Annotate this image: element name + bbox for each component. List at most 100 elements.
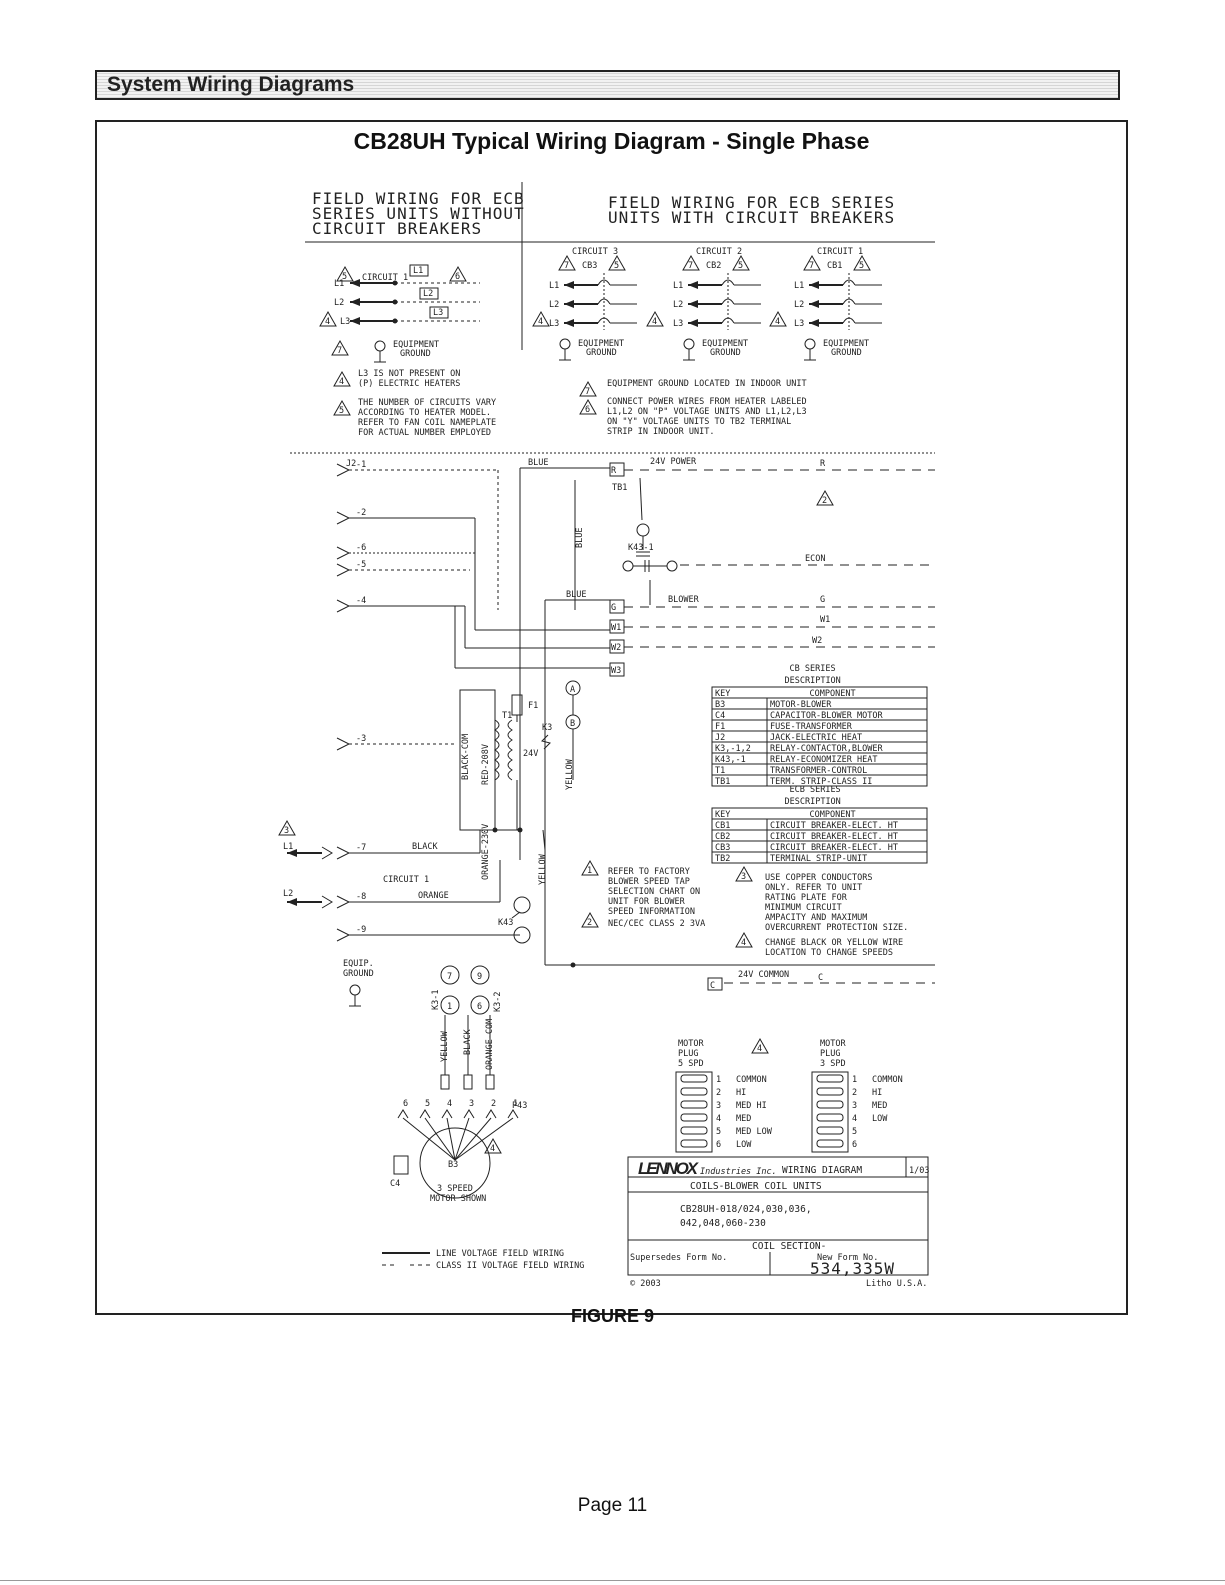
note-text: CHANGE BLACK OR YELLOW WIRE bbox=[765, 938, 903, 948]
ground-icon bbox=[804, 338, 816, 350]
motor-plug-pin bbox=[440, 1074, 450, 1090]
motor-plug-speed: MED LOW bbox=[736, 1127, 773, 1137]
ecb_legend-key: CB1 bbox=[715, 821, 730, 831]
note-text: STRIP IN INDOOR UNIT. bbox=[607, 427, 714, 437]
ecb_legend-key: CB3 bbox=[715, 843, 730, 853]
motor-winding bbox=[454, 1117, 492, 1161]
wire-label: ECON bbox=[805, 554, 825, 564]
note-ref: 4 bbox=[741, 938, 746, 948]
pin-label: -7 bbox=[356, 843, 366, 853]
pin-label: -1 bbox=[356, 460, 366, 470]
note-triangle-icon bbox=[751, 1037, 769, 1054]
note-text: SPEED INFORMATION bbox=[608, 907, 695, 917]
cb_legend-subtitle: DESCRIPTION bbox=[785, 676, 841, 686]
doc-date: 1/03 bbox=[909, 1166, 929, 1176]
ecb_legend-key: TB2 bbox=[715, 854, 730, 864]
note-text: AMPACITY AND MAXIMUM bbox=[765, 913, 867, 923]
motor-pin-label: 3 bbox=[469, 1099, 474, 1109]
component-label: K43-1 bbox=[628, 543, 654, 553]
relay-k3-contact bbox=[440, 965, 460, 985]
wire-label: ORANGE-230V bbox=[481, 824, 491, 880]
note-triangle-icon bbox=[853, 254, 871, 271]
k43-node bbox=[622, 560, 634, 572]
note-ref: 5 bbox=[614, 261, 619, 271]
note-triangle-icon bbox=[579, 380, 597, 397]
ecb_legend-head-key: KEY bbox=[715, 810, 730, 820]
motor-pin-arrow bbox=[507, 1109, 519, 1119]
terminal-w3 bbox=[609, 662, 625, 677]
note-text: UNIT FOR BLOWER bbox=[608, 897, 686, 907]
ground-icon bbox=[559, 338, 571, 350]
ecb_legend-head-component: COMPONENT bbox=[810, 810, 856, 820]
note-ref: 6 bbox=[585, 405, 590, 415]
wire-label: YELLOW bbox=[565, 758, 575, 790]
motor-pin-label: 6 bbox=[403, 1099, 408, 1109]
page-number: Page 11 bbox=[577, 1495, 648, 1516]
relay-contact-number: 9 bbox=[477, 972, 482, 982]
left-circuit-label: CIRCUIT 1 bbox=[362, 273, 408, 283]
relay-contact-number: 6 bbox=[477, 1002, 482, 1012]
note-text: NEC/CEC CLASS 2 3VA bbox=[608, 919, 705, 929]
note-triangle-icon bbox=[532, 310, 550, 327]
pin-label: -4 bbox=[356, 596, 366, 606]
motor-plug-pin-number: 5 bbox=[716, 1127, 721, 1137]
note-triangle-icon bbox=[816, 489, 834, 506]
note-text: MINIMUM CIRCUIT bbox=[765, 903, 842, 913]
page-bottom-rule bbox=[0, 1580, 1225, 1581]
note-ref: 7 bbox=[564, 261, 569, 271]
pin-label: -3 bbox=[356, 734, 366, 744]
litho: Litho U.S.A. bbox=[866, 1279, 927, 1289]
circuit-label: CIRCUIT 3 bbox=[572, 247, 618, 257]
terminal-c bbox=[707, 977, 723, 991]
circuit-breaker-label: CB3 bbox=[582, 261, 597, 271]
note-triangle-icon bbox=[278, 819, 296, 836]
terminal-label: L2 bbox=[423, 289, 433, 299]
right-line-label: L3 bbox=[673, 319, 683, 329]
note-triangle-icon bbox=[558, 254, 576, 271]
relay-contact-number: 7 bbox=[447, 972, 452, 982]
motor-b3 bbox=[419, 1127, 491, 1199]
motor-plug-speed: MED bbox=[872, 1101, 887, 1111]
wire bbox=[542, 829, 546, 851]
ground-icon bbox=[349, 984, 361, 996]
relay-k3-contact bbox=[440, 995, 460, 1015]
cb_legend-key: K3,-1,2 bbox=[715, 744, 751, 754]
connector-pin-icon bbox=[336, 563, 351, 577]
note-text: REFER TO FAN COIL NAMEPLATE bbox=[358, 418, 496, 428]
component-label: P43 bbox=[512, 1101, 527, 1111]
wire-label: G bbox=[820, 595, 825, 605]
legend-label: LINE VOLTAGE FIELD WIRING bbox=[436, 1249, 564, 1259]
note-ref: 5 bbox=[342, 272, 347, 282]
right-line-label: L1 bbox=[549, 281, 559, 291]
k43-contact-icon bbox=[513, 926, 531, 944]
note-triangle-icon bbox=[579, 398, 597, 415]
wire-label: 24V COMMON bbox=[738, 970, 789, 980]
motor-pin-label: 1 bbox=[513, 1099, 518, 1109]
motor-plug-socket bbox=[680, 1113, 708, 1122]
section-header-title: System Wiring Diagrams bbox=[107, 73, 355, 96]
ground-label: GROUND bbox=[400, 349, 431, 359]
wire-label: CIRCUIT 1 bbox=[383, 875, 429, 885]
cb_legend-key: J2 bbox=[715, 733, 725, 743]
connector-pin-icon bbox=[336, 928, 351, 942]
cb_legend-key: T1 bbox=[715, 766, 725, 776]
cb_legend-key: K43,-1 bbox=[715, 755, 746, 765]
ecb_legend-component: TERMINAL STRIP-UNIT bbox=[770, 854, 867, 864]
ecb_legend-title: ECB SERIES bbox=[790, 785, 841, 795]
left-line-label: L3 bbox=[340, 317, 350, 327]
terminal-label: W1 bbox=[611, 623, 621, 633]
figure-label: FIGURE 9 bbox=[570, 1306, 654, 1326]
pin-label: -9 bbox=[356, 925, 366, 935]
motor-plug-title: PLUG bbox=[820, 1049, 840, 1059]
note-triangle-icon bbox=[319, 310, 337, 327]
right-panel-title-line: UNITS WITH CIRCUIT BREAKERS bbox=[608, 208, 895, 227]
connector-pin-icon bbox=[336, 846, 351, 860]
motor-plug-pin-number: 2 bbox=[716, 1088, 721, 1098]
cb_legend-head-key: KEY bbox=[715, 689, 730, 699]
note-text: (P) ELECTRIC HEATERS bbox=[358, 379, 460, 389]
note-ref: 4 bbox=[652, 317, 657, 327]
motor-label: MOTOR SHOWN bbox=[430, 1194, 486, 1204]
capacitor-c4 bbox=[393, 1155, 409, 1175]
line-label: L1 bbox=[283, 842, 293, 852]
motor-plug-pin-number: 3 bbox=[716, 1101, 721, 1111]
